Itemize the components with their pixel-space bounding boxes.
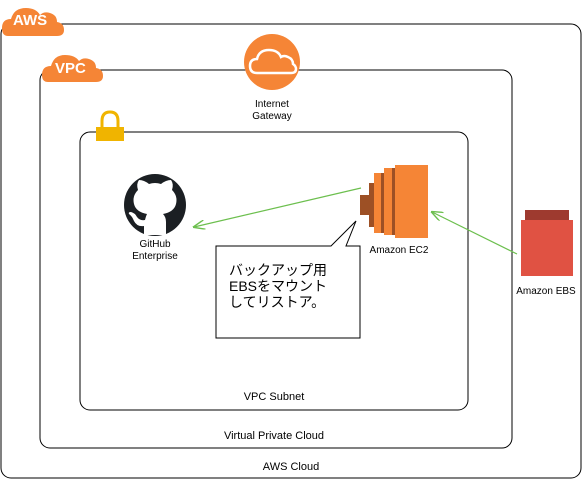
aws-cloud-box: [0, 23, 582, 479]
ebs-label: Amazon EBS: [516, 286, 576, 297]
callout-line: EBSをマウント: [229, 278, 328, 294]
ebs-icon: [521, 210, 573, 276]
vpc-subnet-label: VPC Subnet: [243, 391, 305, 403]
github-enterprise-label: GitHub Enterprise: [132, 239, 178, 262]
aws-badge-text: AWS: [13, 12, 48, 29]
aws-cloud-label: AWS Cloud: [262, 461, 320, 473]
subnet-box: [79, 131, 469, 411]
ec2-to-github-arrow: [194, 187, 362, 227]
callout-line: バックアップ用: [229, 262, 327, 278]
vpc-badge-cloud: [42, 55, 103, 82]
callout-text: バックアップ用 EBSをマウント してリストア。: [229, 262, 327, 310]
internet-gateway-label: Internet Gateway: [252, 99, 292, 122]
aws-badge-cloud: [2, 8, 64, 36]
callout-box: [215, 220, 361, 339]
callout-line: してリストア。: [229, 294, 326, 310]
ec2-label: Amazon EC2: [369, 245, 429, 256]
github-icon: [124, 174, 186, 236]
ebs-to-ec2-arrow: [432, 212, 518, 255]
lock-icon: [96, 110, 124, 141]
virtual-private-cloud-label: Virtual Private Cloud: [223, 430, 325, 442]
internet-gateway-icon: [244, 34, 300, 90]
vpc-badge-text: VPC: [55, 60, 86, 77]
ec2-icon: [360, 165, 428, 238]
